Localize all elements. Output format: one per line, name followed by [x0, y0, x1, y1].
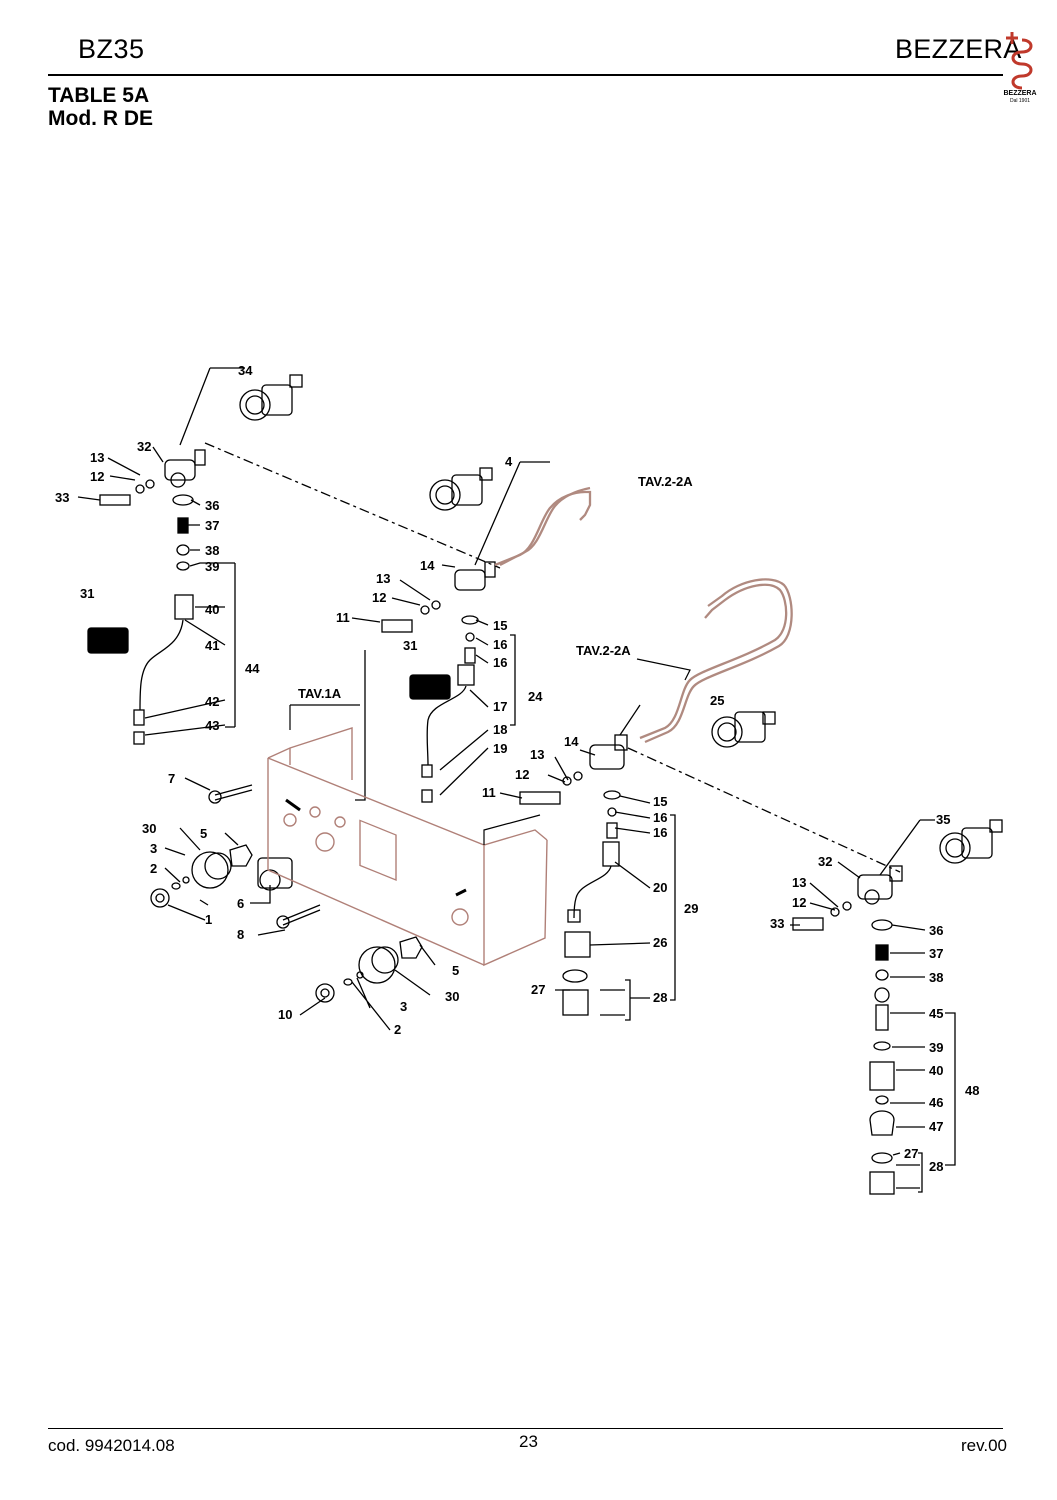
- callout-10: 10: [278, 1007, 292, 1022]
- page-number: 23: [519, 1432, 538, 1451]
- callout-18: 18: [493, 722, 507, 737]
- callout-13: 13: [90, 450, 104, 465]
- callout-27-right: 27: [904, 1146, 918, 1161]
- callout-2-bottom: 2: [394, 1022, 401, 1037]
- callout-36: 36: [205, 498, 219, 513]
- callout-14-right: 14: [564, 734, 579, 749]
- callout-26: 26: [653, 935, 667, 950]
- logo-subtext: Dal 1901: [1009, 98, 1030, 104]
- callout-25: 25: [710, 693, 724, 708]
- callout-34: 34: [238, 363, 253, 378]
- callout-7: 7: [168, 771, 175, 786]
- callout-44: 44: [245, 661, 260, 676]
- callout-31-left: 31: [80, 586, 94, 601]
- callout-40: 40: [205, 602, 219, 617]
- header-rule: [48, 74, 1003, 76]
- callout-2: 2: [150, 861, 157, 876]
- callout-12-right: 12: [515, 767, 529, 782]
- callout-13-right: 13: [530, 747, 544, 762]
- callout-12-far: 12: [792, 895, 806, 910]
- callout-42: 42: [205, 694, 219, 709]
- part-11-mid: [381, 619, 413, 633]
- callout-11: 11: [336, 610, 350, 625]
- callout-16-right-b: 16: [653, 825, 667, 840]
- steam-pipes: [494, 486, 793, 744]
- callout-32-right: 32: [818, 854, 832, 869]
- callout-30-bottom: 30: [445, 989, 459, 1004]
- callout-6: 6: [237, 896, 244, 911]
- callout-5-bottom: 5: [452, 963, 459, 978]
- callout-13-mid: 13: [376, 571, 390, 586]
- callout-15-right: 15: [653, 794, 667, 809]
- callout-32: 32: [137, 439, 151, 454]
- callout-30: 30: [142, 821, 156, 836]
- callout-38-right: 38: [929, 970, 943, 985]
- callout-5: 5: [200, 826, 207, 841]
- callout-3-bottom: 3: [400, 999, 407, 1014]
- callout-37-right: 37: [929, 946, 943, 961]
- callout-43: 43: [205, 718, 219, 733]
- callout-46: 46: [929, 1095, 943, 1110]
- callout-48: 48: [965, 1083, 979, 1098]
- callout-38: 38: [205, 543, 219, 558]
- callout-37: 37: [205, 518, 219, 533]
- callout-39-right: 39: [929, 1040, 943, 1055]
- callout-14: 14: [420, 558, 435, 573]
- callout-4: 4: [505, 454, 513, 469]
- part-33-left: [99, 494, 131, 506]
- document-code: cod. 9942014.08: [48, 1436, 175, 1455]
- control-panel: [267, 727, 548, 967]
- callout-36-right: 36: [929, 923, 943, 938]
- callout-3: 3: [150, 841, 157, 856]
- callout-27: 27: [531, 982, 545, 997]
- callout-16b: 16: [493, 655, 507, 670]
- callout-16a: 16: [493, 637, 507, 652]
- bezzera-logo: [1006, 32, 1033, 90]
- callout-15: 15: [493, 618, 507, 633]
- callout-16-right-a: 16: [653, 810, 667, 825]
- brand-name: BEZZERA: [895, 34, 1022, 64]
- gauge-34-drawing: [239, 374, 303, 421]
- footer-rule: [48, 1428, 1003, 1429]
- callout-24: 24: [528, 689, 543, 704]
- callout-12: 12: [90, 469, 104, 484]
- callout-12-mid: 12: [372, 590, 386, 605]
- callout-47: 47: [929, 1119, 943, 1134]
- callout-39: 39: [205, 559, 219, 574]
- ref-tav-2-2a-mid: TAV.2-2A: [576, 643, 631, 658]
- callout-41: 41: [205, 638, 219, 653]
- callout-11-right: 11: [482, 785, 496, 800]
- ref-tav-1a: TAV.1A: [298, 686, 342, 701]
- logo-text: BEZZERA: [1003, 90, 1037, 97]
- callout-1: 1: [205, 912, 212, 927]
- callout-8: 8: [237, 927, 244, 942]
- callout-31-mid: 31: [403, 638, 417, 653]
- callout-19: 19: [493, 741, 507, 756]
- callout-35: 35: [936, 812, 950, 827]
- model-variant: Mod. R DE: [48, 107, 153, 130]
- callout-28: 28: [653, 990, 667, 1005]
- revision: rev.00: [961, 1436, 1007, 1455]
- callout-33-right: 33: [770, 916, 784, 931]
- callout-20: 20: [653, 880, 667, 895]
- part-callouts: 34 32 13 12 33 36 37 38 39 40 41 44 42 4…: [55, 363, 979, 1174]
- model-name: BZ35: [78, 34, 145, 64]
- callout-45: 45: [929, 1006, 943, 1021]
- ref-tav-2-2a-top: TAV.2-2A: [638, 474, 693, 489]
- callout-29: 29: [684, 901, 698, 916]
- callout-17: 17: [493, 699, 507, 714]
- table-title: TABLE 5A: [48, 84, 150, 107]
- fitting-32-left: [164, 449, 206, 488]
- callout-40-right: 40: [929, 1063, 943, 1078]
- callout-28-right: 28: [929, 1159, 943, 1174]
- callout-13-far: 13: [792, 875, 806, 890]
- callout-33: 33: [55, 490, 69, 505]
